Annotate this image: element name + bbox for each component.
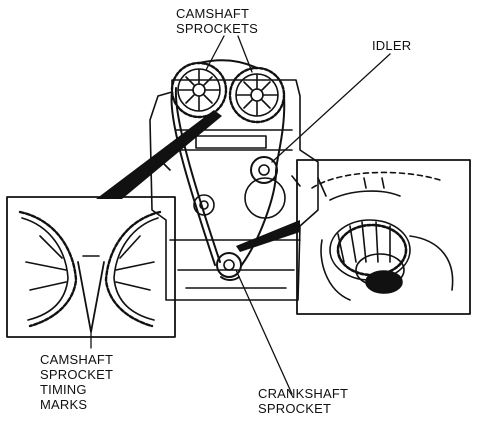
leader-crankshaft: [235, 269, 293, 395]
timing-marks-detail-box: [6, 196, 176, 338]
camshaft-sprocket-left: [170, 61, 228, 119]
label-line: CAMSHAFT: [176, 6, 250, 21]
crank-leader-wedge: [236, 220, 300, 252]
leader-lines: [90, 35, 391, 395]
timing-belt: [170, 59, 286, 281]
label-crankshaft-sprocket: CRANKSHAFT SPROCKET: [258, 386, 348, 416]
leader-idler: [271, 53, 391, 163]
label-camshaft-sprocket-timing-marks: CAMSHAFT SPROCKET TIMING MARKS: [40, 352, 113, 412]
label-line: IDLER: [372, 38, 412, 53]
crankshaft-detail-box: [296, 159, 471, 315]
label-line: SPROCKET: [40, 367, 114, 382]
camshaft-sprocket-right: [228, 66, 286, 124]
leader-camshaft-left: [205, 35, 225, 71]
label-line: TIMING: [40, 382, 87, 397]
detail-leader-wedge: [96, 110, 222, 199]
label-line: SPROCKET: [258, 401, 332, 416]
label-line: MARKS: [40, 397, 88, 412]
label-line: CRANKSHAFT: [258, 386, 349, 401]
label-line: SPROCKETS: [176, 21, 258, 36]
label-idler: IDLER: [372, 38, 411, 53]
leader-camshaft-right: [237, 35, 253, 73]
label-line: CAMSHAFT: [40, 352, 114, 367]
label-camshaft-sprockets: CAMSHAFT SPROCKETS: [176, 6, 258, 36]
